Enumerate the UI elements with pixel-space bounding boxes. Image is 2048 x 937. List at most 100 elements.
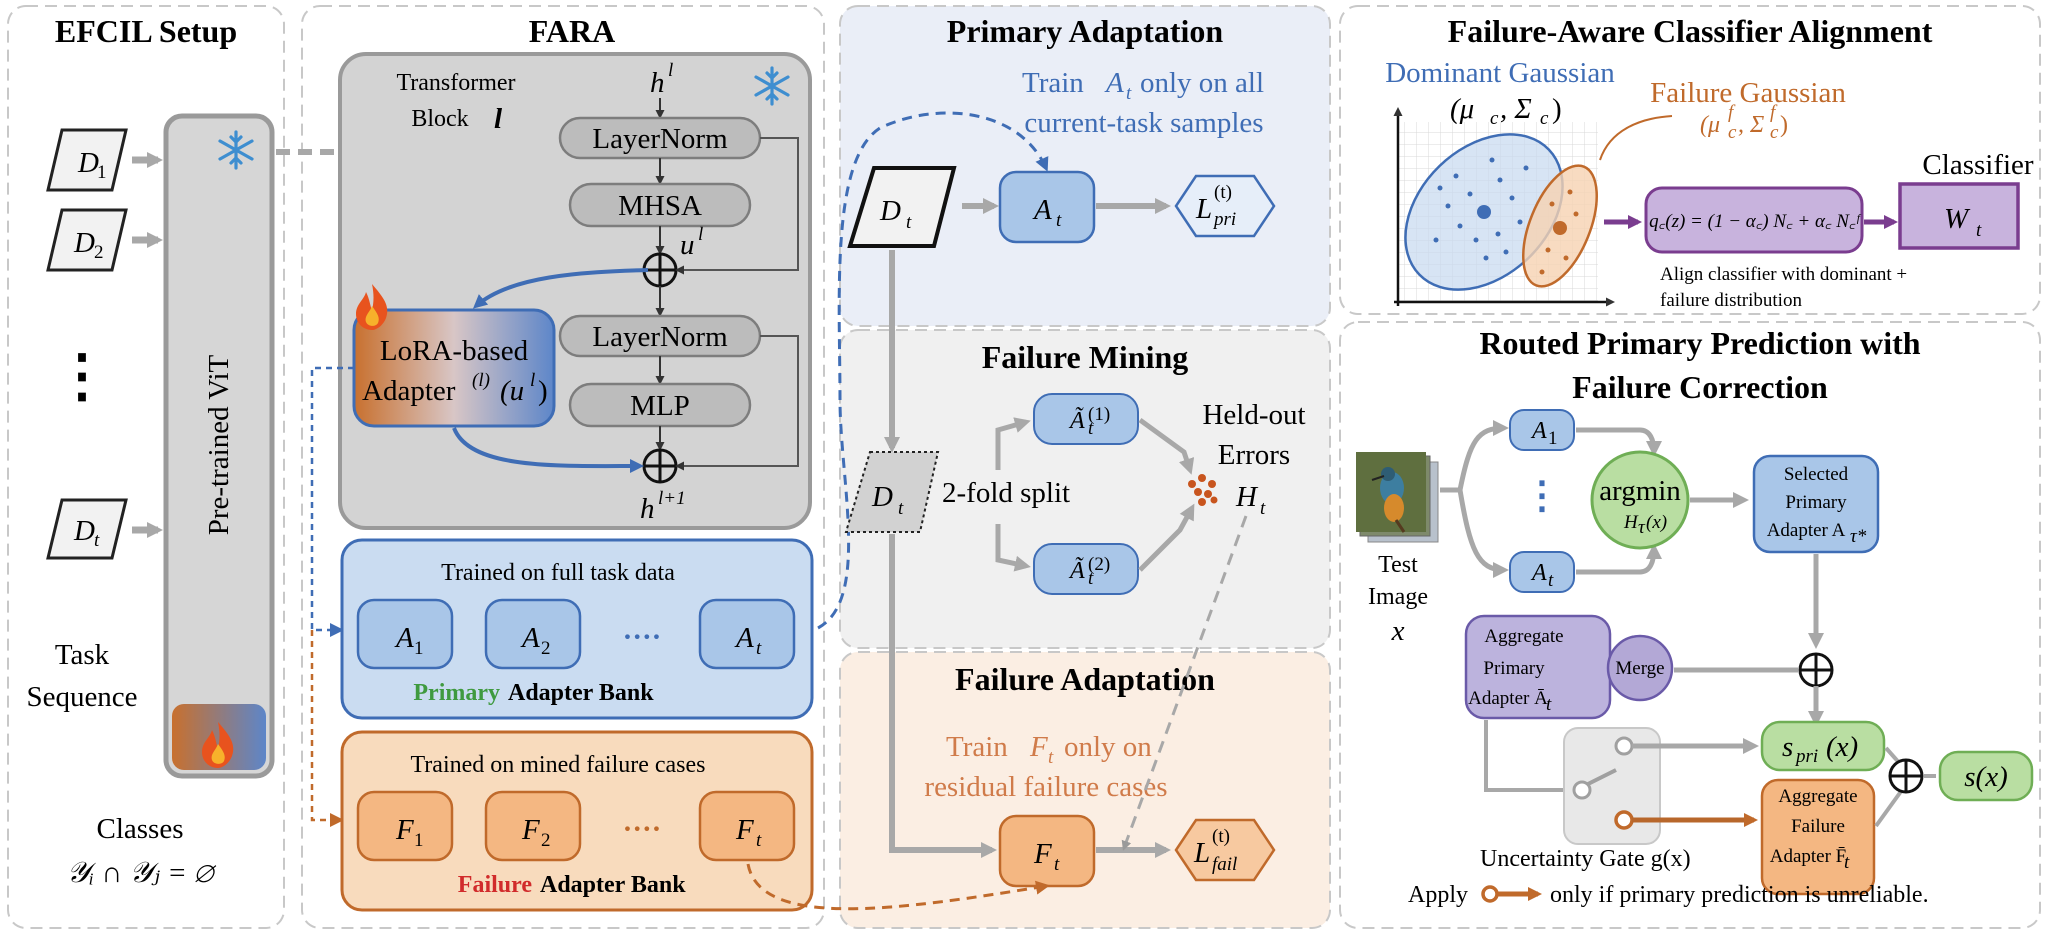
vertical-dots: ⋮	[53, 343, 111, 408]
svg-text:Primary: Primary	[1785, 492, 1847, 513]
primary-note-sub: t	[1126, 83, 1132, 104]
svg-text:l: l	[668, 60, 673, 81]
failure-gaussian-label: Failure Gaussian	[1650, 77, 1846, 109]
primary-data-dt: D t	[847, 166, 957, 248]
classifier-label: Classifier	[1922, 149, 2033, 181]
fold-1: Ã t (1)	[1033, 393, 1139, 445]
test-var: x	[1391, 615, 1405, 647]
failure-params-sub1: c	[1728, 122, 1737, 143]
svg-text:W: W	[1944, 203, 1971, 235]
failure-mining-panel	[839, 329, 1331, 649]
heldout-label: Held-out	[1202, 399, 1305, 431]
svg-text:h: h	[640, 493, 655, 525]
svg-text:l+1: l+1	[658, 488, 686, 509]
primary-adapter-at-train: A t	[998, 170, 1096, 244]
svg-text:Adapter Bank: Adapter Bank	[540, 872, 686, 898]
svg-text:LayerNorm: LayerNorm	[592, 321, 728, 353]
svg-text:H: H	[1623, 512, 1639, 533]
svg-text:q꜀(z) = (1 − α꜀) N꜀ + α꜀ N꜀ᶠ: q꜀(z) = (1 − α꜀) N꜀ + α꜀ N꜀ᶠ	[1649, 211, 1861, 232]
svg-text:MLP: MLP	[630, 390, 690, 422]
routed-title-2: Failure Correction	[1572, 369, 1828, 405]
svg-text:L: L	[1195, 193, 1212, 225]
uncertainty-gate	[1563, 727, 1661, 845]
failure-note-rest: only on	[1064, 731, 1152, 763]
failure-note-line1: Train	[946, 731, 1008, 763]
svg-text:Primary: Primary	[1483, 658, 1545, 679]
svg-text:1: 1	[414, 830, 424, 851]
gate-label: Uncertainty Gate g(x)	[1480, 846, 1691, 872]
failure-adapter-ft-train: F t	[998, 814, 1096, 888]
svg-text:A: A	[1530, 418, 1547, 444]
svg-text:(x): (x)	[1646, 512, 1667, 533]
test-image-label-2: Image	[1368, 584, 1428, 610]
svg-text:τ*: τ*	[1850, 526, 1867, 547]
svg-text:l: l	[530, 370, 535, 391]
dataset-d1: D 1	[46, 128, 128, 192]
failure-note-sub: t	[1048, 747, 1054, 768]
svg-text:t: t	[1844, 852, 1850, 873]
failure-note-var: F	[1029, 731, 1048, 763]
svg-text:s: s	[1782, 731, 1793, 763]
classifier-wt: W t	[1898, 182, 2020, 250]
dominant-params-close: )	[1552, 93, 1562, 125]
classifier-alignment-panel	[1339, 5, 2041, 315]
svg-text:2: 2	[94, 242, 104, 263]
svg-text:Aggregate: Aggregate	[1778, 786, 1857, 807]
failure-params-sub2: c	[1770, 122, 1779, 143]
error-cluster	[1188, 474, 1218, 506]
efcil-title: EFCIL Setup	[55, 13, 237, 49]
lora-adapter: LoRA-based Adapter (l) (u l )	[352, 284, 556, 428]
s-pri-node: s pri (x)	[1760, 720, 1886, 772]
svg-text:D: D	[73, 227, 95, 259]
errors-var: H	[1235, 481, 1259, 513]
svg-text:LoRA-based: LoRA-based	[380, 335, 529, 367]
merge-node: Merge	[1606, 634, 1674, 702]
fara-title: FARA	[529, 13, 616, 49]
primary-note-line1: Train	[1022, 67, 1084, 99]
pretrained-vit: Pre-trained ViT	[163, 113, 275, 779]
svg-text:pri: pri	[1212, 209, 1236, 230]
svg-text:t: t	[756, 830, 762, 851]
svg-text:F: F	[735, 814, 754, 846]
svg-text:Pre-trained ViT: Pre-trained ViT	[203, 354, 235, 535]
failure-note-line2: residual failure cases	[924, 771, 1167, 803]
loss-pri: L (t) pri	[1174, 174, 1276, 238]
loss-fail: L (t) fail	[1174, 818, 1276, 882]
failure-mining-title: Failure Mining	[982, 339, 1189, 375]
svg-text:argmin: argmin	[1599, 475, 1681, 507]
svg-text:Transformer: Transformer	[396, 70, 515, 96]
gaussian-plot	[1393, 107, 1673, 307]
oplus-icon	[1798, 652, 1834, 688]
svg-text:t: t	[94, 530, 100, 551]
svg-text:1: 1	[97, 162, 107, 183]
primary-adapter-a2	[484, 598, 582, 670]
failure-params-sup1: f	[1728, 102, 1736, 123]
classes-formula: 𝒴ᵢ ∩ 𝒴ⱼ = ∅	[67, 857, 217, 889]
apply-note-a: Apply	[1408, 882, 1468, 908]
route-adapter-a1: A 1	[1509, 409, 1575, 451]
failure-params: (μ	[1700, 112, 1720, 138]
fara-panel	[301, 5, 825, 929]
svg-text:1: 1	[1548, 428, 1558, 449]
svg-text:F: F	[521, 814, 540, 846]
route-vdots: ⋮	[1523, 475, 1561, 517]
svg-text:1: 1	[414, 638, 424, 659]
snowflake-icon	[754, 66, 790, 106]
svg-text:F: F	[1033, 838, 1052, 870]
svg-text:Merge: Merge	[1615, 658, 1664, 679]
svg-text:τ: τ	[1638, 517, 1646, 538]
svg-text:): )	[538, 375, 548, 407]
svg-text:(2): (2)	[1088, 554, 1110, 575]
failure-adapter-f2	[484, 790, 582, 862]
snowflake-icon	[218, 130, 254, 170]
failure-adapter-bank: Trained on mined failure cases F 1 F 2 ·…	[340, 730, 814, 912]
align-note: Align classifier with dominant +	[1660, 264, 1907, 285]
dataset-dt: D t	[46, 498, 128, 560]
svg-text:Trained on full task data: Trained on full task data	[441, 560, 675, 586]
svg-text:Adapter A: Adapter A	[1767, 520, 1846, 541]
svg-text:(u: (u	[500, 375, 524, 407]
svg-text:t: t	[756, 638, 762, 659]
fire-icon	[202, 722, 234, 768]
fire-icon	[356, 284, 388, 330]
svg-text:A: A	[394, 622, 414, 654]
